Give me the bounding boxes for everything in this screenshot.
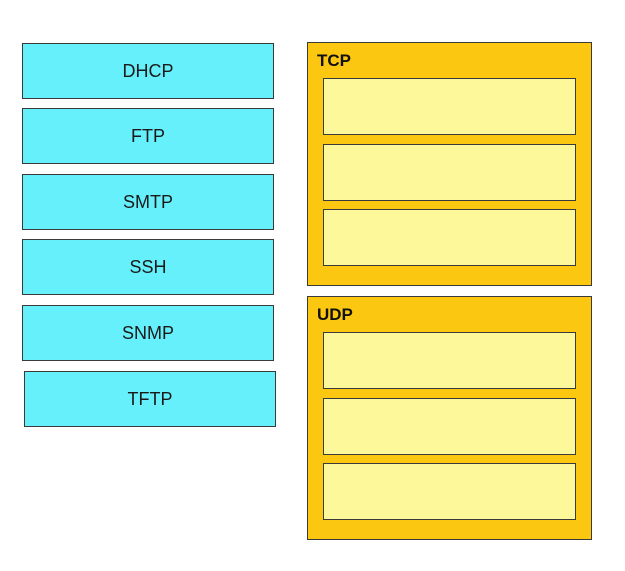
udp-panel-title: UDP (317, 305, 353, 324)
udp-drop-panel: UDP (307, 296, 592, 540)
drag-item-label: SSH (129, 256, 167, 277)
tcp-drop-slot-1[interactable] (323, 78, 576, 135)
drag-item-label: FTP (131, 125, 165, 146)
udp-drop-slot-3[interactable] (323, 463, 576, 520)
drag-item-label: SMTP (122, 191, 173, 212)
drag-item-ssh[interactable]: SSH (22, 239, 274, 295)
tcp-drop-slot-3[interactable] (323, 209, 576, 266)
udp-drop-slot-2[interactable] (323, 398, 576, 455)
drag-item-tftp[interactable]: TFTP (24, 371, 276, 427)
drag-item-label: DHCP (122, 60, 174, 81)
drag-item-snmp[interactable]: SNMP (22, 305, 274, 361)
drag-item-smtp[interactable]: SMTP (22, 174, 274, 230)
drag-item-label: TFTP (127, 388, 173, 409)
tcp-panel-title: TCP (317, 51, 351, 70)
tcp-drop-panel: TCP (307, 42, 592, 286)
drag-item-ftp[interactable]: FTP (22, 108, 274, 164)
drag-item-dhcp[interactable]: DHCP (22, 43, 274, 99)
drag-item-label: SNMP (121, 322, 174, 343)
udp-drop-slot-1[interactable] (323, 332, 576, 389)
tcp-drop-slot-2[interactable] (323, 144, 576, 201)
